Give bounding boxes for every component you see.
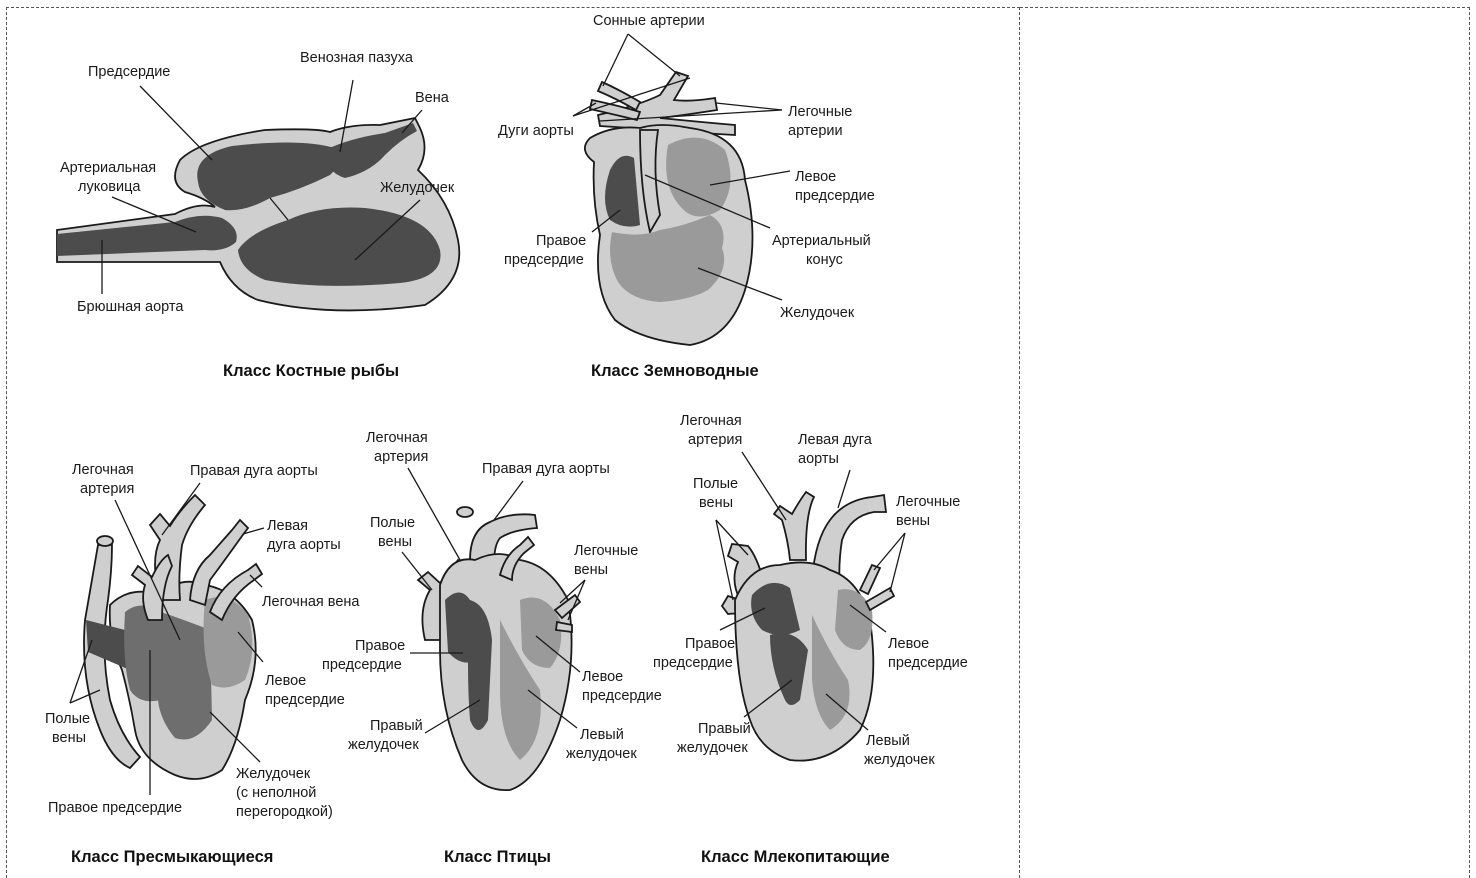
reptile-label-ventricle-3: перегородкой) — [236, 804, 333, 820]
amphibian-label-pulm-2: артерии — [788, 123, 843, 139]
reptile-label-left-arch-1: Левая — [267, 518, 308, 534]
bird-label-latrium-2: предсердие — [582, 688, 662, 704]
mammal-label-ratrium-1: Правое — [685, 636, 735, 652]
bird-label-pulm-art-1: Легочная — [366, 430, 428, 446]
mammal-label-pulm-art-1: Легочная — [680, 413, 742, 429]
bird-label-pulm-veins-1: Легочные — [574, 543, 638, 559]
mammal-label-pulm-veins-2: вены — [896, 513, 930, 529]
amphibian-label-latrium-1: Левое — [795, 169, 836, 185]
fish-title: Класс Костные рыбы — [223, 362, 399, 380]
bird-label-pulm-veins-2: вены — [574, 562, 608, 578]
amphibian-label-arches: Дуги аорты — [498, 123, 574, 139]
bird-label-ratrium-2: предсердие — [322, 657, 402, 673]
reptile-label-venae-1: Полые — [45, 711, 90, 727]
mammal-label-left-arch-2: аорты — [798, 451, 839, 467]
mammal-title: Класс Млекопитающие — [701, 848, 890, 866]
mammal-pulm-artery — [774, 492, 814, 560]
mammal-label-latrium-1: Левое — [888, 636, 929, 652]
mammal-label-rvent-1: Правый — [698, 721, 751, 737]
fish-heart-diagram — [57, 118, 459, 310]
fish-label-vein: Вена — [415, 90, 450, 106]
fish-label-ventricle: Желудочек — [380, 180, 455, 196]
reptile-label-latrium-1: Левое — [265, 673, 306, 689]
reptile-label-pulm-art-2: артерия — [80, 481, 134, 497]
amphibian-label-pulm-1: Легочные — [788, 104, 852, 120]
bird-label-lvent-2: желудочек — [566, 746, 637, 762]
bird-label-venae-2: вены — [378, 534, 412, 550]
bird-label-venae-1: Полые — [370, 515, 415, 531]
mammal-label-lvent-1: Левый — [866, 733, 910, 749]
amphibian-title: Класс Земноводные — [591, 362, 759, 380]
mammal-label-pulm-art-2: артерия — [688, 432, 742, 448]
amphibian-label-conus-1: Артериальный — [772, 233, 871, 249]
amphibian-label-ratrium-2: предсердие — [504, 252, 584, 268]
fish-label-bulbus-1: Артериальная — [60, 160, 156, 176]
reptile-label-left-arch-2: дуга аорты — [267, 537, 341, 553]
mammal-label-left-arch-1: Левая дуга — [798, 432, 873, 448]
reptile-ventricle — [155, 610, 212, 740]
amphibian-label-latrium-2: предсердие — [795, 188, 875, 204]
mammal-label-venae-2: вены — [699, 495, 733, 511]
reptile-label-pulm-art-1: Легочная — [72, 462, 134, 478]
mammal-label-latrium-2: предсердие — [888, 655, 968, 671]
reptile-label-latrium-2: предсердие — [265, 692, 345, 708]
reptile-label-ratrium: Правое предсердие — [48, 800, 182, 816]
bird-title: Класс Птицы — [444, 848, 551, 866]
mammal-label-lvent-2: желудочек — [864, 752, 935, 768]
bird-label-rvent-1: Правый — [370, 718, 423, 734]
fish-label-aorta: Брюшная аорта — [77, 299, 184, 315]
bird-heart-diagram — [418, 507, 580, 790]
bird-label-latrium-1: Левое — [582, 669, 623, 685]
reptile-label-ventricle-1: Желудочек — [236, 766, 311, 782]
mammal-label-venae-1: Полые — [693, 476, 738, 492]
mammal-label-pulm-veins-1: Легочные — [896, 494, 960, 510]
amphibian-label-carotid: Сонные артерии — [593, 13, 705, 29]
mammal-label-rvent-2: желудочек — [677, 740, 748, 756]
fish-label-atrium: Предсердие — [88, 64, 170, 80]
reptile-label-right-arch: Правая дуга аорты — [190, 463, 318, 479]
amphibian-label-conus-2: конус — [806, 252, 843, 268]
bird-label-pulm-art-2: артерия — [374, 449, 428, 465]
bird-label-rvent-2: желудочек — [348, 737, 419, 753]
reptile-label-ventricle-2: (с неполной — [236, 785, 316, 801]
amphibian-label-ventricle: Желудочек — [780, 305, 855, 321]
reptile-title: Класс Пресмыкающиеся — [71, 848, 273, 866]
bird-label-right-arch: Правая дуга аорты — [482, 461, 610, 477]
mammal-label-ratrium-2: предсердие — [653, 655, 733, 671]
fish-label-sinus: Венозная пазуха — [300, 50, 414, 66]
amphibian-label-ratrium-1: Правое — [536, 233, 586, 249]
bird-label-ratrium-1: Правое — [355, 638, 405, 654]
fish-label-bulbus-2: луковица — [78, 179, 141, 195]
reptile-label-venae-2: вены — [52, 730, 86, 746]
reptile-label-pulm-vein: Легочная вена — [262, 594, 360, 610]
bird-label-lvent-1: Левый — [580, 727, 624, 743]
